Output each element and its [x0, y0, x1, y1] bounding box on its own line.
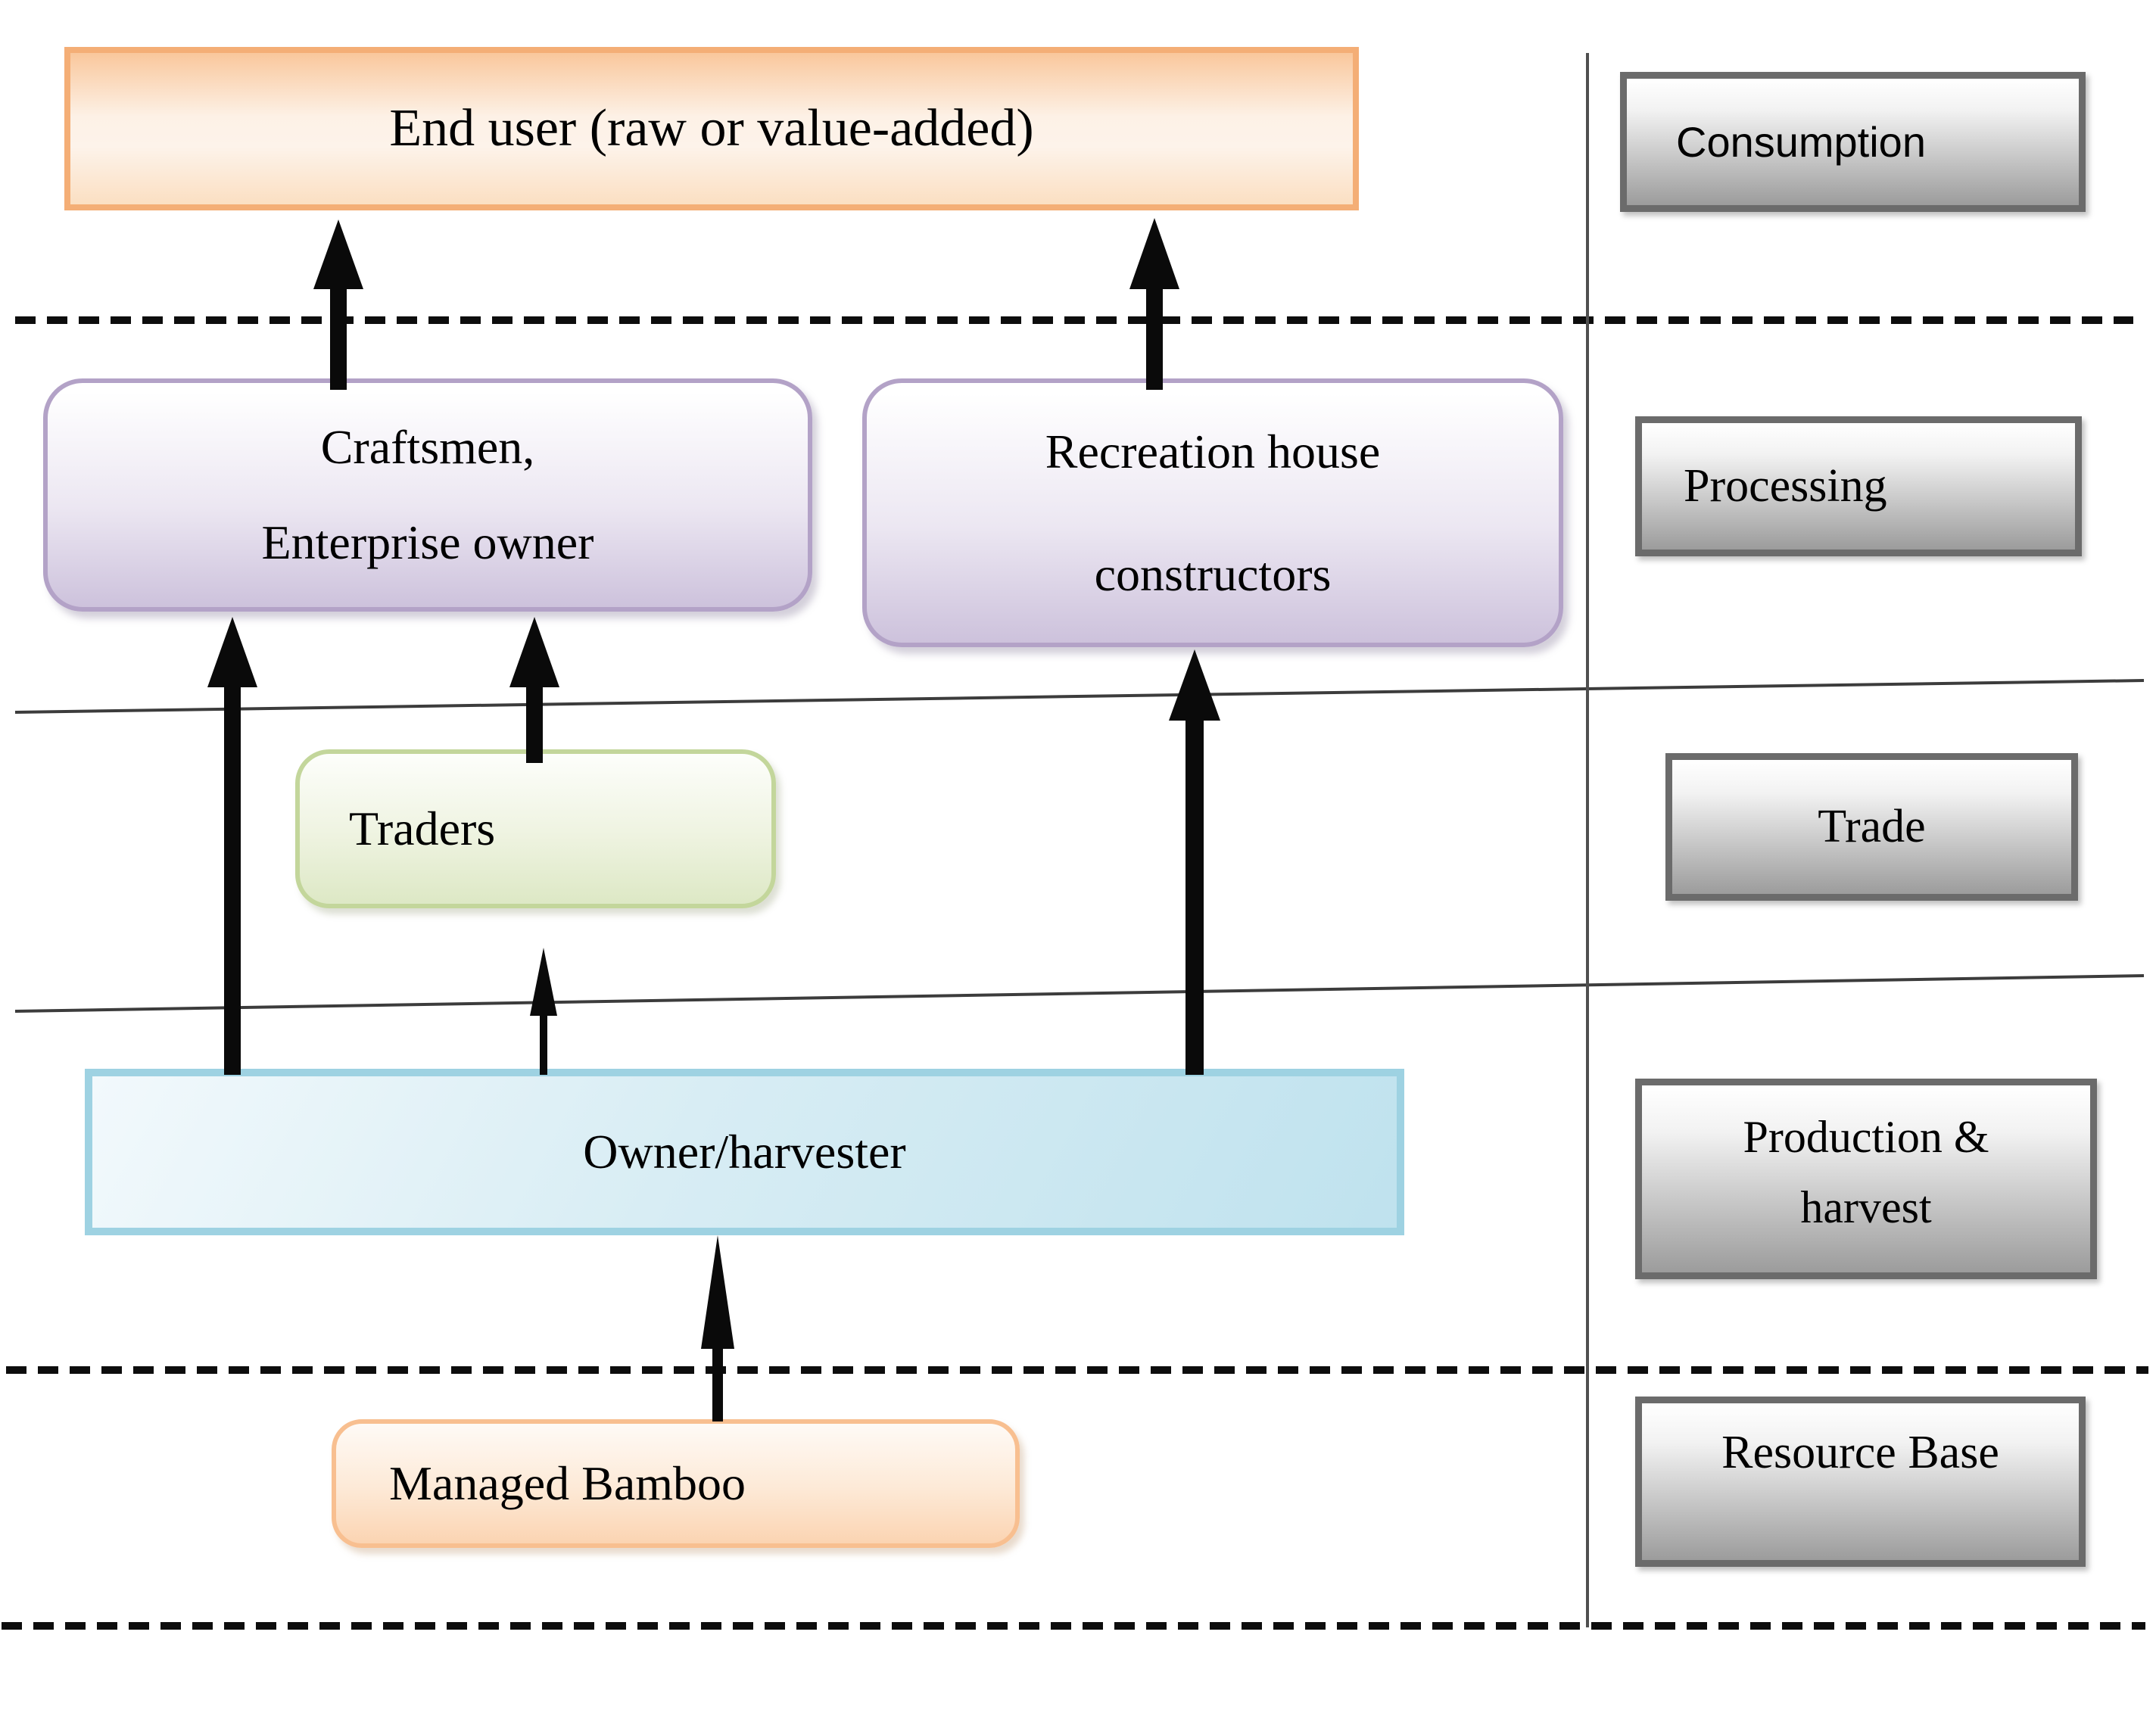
craftsmen-enterprise-box: Craftsmen, Enterprise owner [43, 378, 812, 612]
end-user-box: End user (raw or value-added) [64, 47, 1359, 210]
recreation-label-line1: Recreation house [1045, 424, 1381, 478]
craftsmen-label-line1: Craftsmen, [320, 420, 535, 475]
arrow-craftsmen-to-end-user [313, 220, 363, 390]
trade-label: Trade [1818, 801, 1926, 853]
arrow-owner-to-traders [530, 948, 557, 1075]
consumption-label: Consumption [1676, 117, 1926, 166]
traders-box: Traders [295, 749, 776, 908]
recreation-label-line2: constructors [1094, 546, 1332, 601]
arrow-traders-to-craftsmen [509, 617, 559, 763]
stage-label-processing: Processing [1635, 416, 2082, 556]
traders-label: Traders [349, 802, 496, 856]
production-harvest-label-line2: harvest [1800, 1182, 1932, 1232]
divider-solid-trade-production [14, 974, 2145, 1013]
processing-label: Processing [1684, 460, 1887, 512]
craftsmen-label-line2: Enterprise owner [261, 515, 594, 569]
owner-harvester-label: Owner/harvester [583, 1125, 906, 1179]
managed-bamboo-label: Managed Bamboo [389, 1456, 746, 1511]
arrow-owner-to-craftsmen [207, 617, 257, 1075]
owner-harvester-box: Owner/harvester [85, 1069, 1404, 1235]
production-harvest-label-line1: Production & [1743, 1112, 1989, 1162]
stage-label-trade: Trade [1665, 753, 2078, 901]
recreation-constructors-box: Recreation house constructors [862, 378, 1563, 647]
arrow-owner-to-recreation [1169, 649, 1220, 1075]
managed-bamboo-box: Managed Bamboo [332, 1419, 1020, 1548]
end-user-label: End user (raw or value-added) [389, 98, 1034, 157]
arrow-recreation-to-end-user [1129, 218, 1179, 390]
divider-solid-processing-trade [14, 679, 2145, 714]
arrow-bamboo-to-owner [701, 1235, 734, 1422]
stage-label-production-harvest: Production & harvest [1635, 1079, 2097, 1279]
stage-label-resource-base: Resource Base [1635, 1397, 2086, 1567]
resource-base-label: Resource Base [1721, 1427, 1999, 1478]
stage-label-consumption: Consumption [1620, 72, 2086, 212]
